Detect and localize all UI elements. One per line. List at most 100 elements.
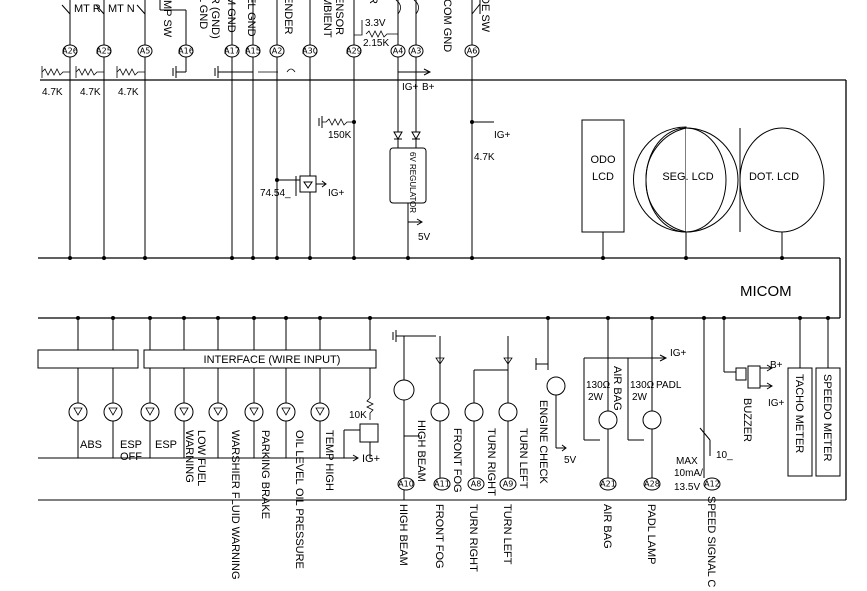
pin-a9: A9 <box>503 480 514 489</box>
speedo-meter-box <box>815 367 841 477</box>
value-13-5v: 13.5V <box>674 482 700 493</box>
label-mp-sw: MP SW <box>161 0 173 38</box>
label-mtn: MT N <box>108 3 135 15</box>
label-front-fog-2: FRONT FOG <box>433 504 445 569</box>
label-tacho-meter: TACHO METER <box>793 374 805 453</box>
pin-a16: A16 <box>178 44 194 58</box>
label-padl: PADL <box>656 380 682 391</box>
value-150k: 150K <box>328 130 352 141</box>
label-air-bag-2: AIR BAG <box>601 504 613 549</box>
label-r: R <box>367 0 379 4</box>
interface-box <box>143 349 377 369</box>
value-b-plus-2: B+ <box>770 360 783 371</box>
dot-lcd-label: DOT. LCD <box>749 171 799 183</box>
seg-lcd-label: SEG. LCD <box>662 171 713 183</box>
label-air-bag-1: AIR BAG <box>611 366 623 411</box>
pin-a11: A11 <box>434 480 450 489</box>
label-r-gnd: R (GND) <box>209 0 221 39</box>
top-column-wires <box>69 57 473 258</box>
pin-a6: A6 <box>464 44 480 58</box>
pin-a5: A5 <box>137 44 153 58</box>
value-ig-plus-4: IG+ <box>362 453 380 465</box>
label-padl-lamp: PADL LAMP <box>645 504 657 565</box>
label-warning: WARNING <box>183 430 195 483</box>
pin-a26: A26 <box>62 44 78 58</box>
label-ensor: ENSOR <box>333 0 345 35</box>
label-esp: ESP <box>155 439 177 451</box>
label-low-fuel: LOW FUEL <box>195 430 207 486</box>
svg-text:A17: A17 <box>224 47 240 56</box>
pin-a2: A2 <box>269 44 285 58</box>
label-oil-pressure: OIL PRESSURE <box>293 488 305 569</box>
value-4-7k-2: 4.7K <box>80 87 101 98</box>
pin-a15: A15 <box>245 44 261 58</box>
label-esp-off-1: ESP <box>120 439 142 451</box>
label-icom-gnd: ICOM GND <box>441 0 453 52</box>
label-el-gnd: EL GND <box>245 0 257 37</box>
pin-a17: A17 <box>224 44 240 58</box>
label-parking-brake: PARKING BRAKE <box>259 430 271 519</box>
label-engine-check: ENGINE CHECK <box>537 400 549 484</box>
svg-text:A26: A26 <box>62 47 78 56</box>
value-ig-plus-6: IG+ <box>768 398 785 409</box>
value-5v-b: 5V <box>564 455 577 466</box>
label-front-fog-1: FRONT FOG <box>451 428 463 493</box>
micom-top-nodes <box>68 256 784 260</box>
indicator-lamps <box>68 402 330 422</box>
svg-text:A16: A16 <box>178 47 194 56</box>
svg-text:A2: A2 <box>272 47 283 56</box>
micom-label: MICOM <box>740 283 792 300</box>
value-10ma: 10mA/ <box>674 468 703 479</box>
svg-text:A5: A5 <box>140 47 151 56</box>
pin-a25: A25 <box>96 44 112 58</box>
label-buzzer: BUZZER <box>741 398 753 442</box>
svg-text:A30: A30 <box>302 47 318 56</box>
label-speed-signal: SPEED SIGNAL C <box>705 496 717 587</box>
svg-text:A4: A4 <box>393 47 404 56</box>
value-5v-a: 5V <box>418 232 431 243</box>
value-3-3v: 3.3V <box>365 18 386 29</box>
pin-a30: A30 <box>302 44 318 58</box>
value-2w-b: 2W <box>632 392 648 403</box>
interface-label: INTERFACE (WIRE INPUT) <box>204 354 341 366</box>
pin-a28: A28 <box>644 480 660 489</box>
label-turn-left-1: TURN LEFT <box>517 428 529 489</box>
svg-text:A15: A15 <box>245 47 261 56</box>
pin-a8: A8 <box>471 480 482 489</box>
label-turn-right-1: TURN RIGHT <box>485 428 497 496</box>
value-ig-plus-2: IG+ <box>494 130 511 141</box>
odo-lcd <box>581 119 625 233</box>
label-esp-off-2: OFF <box>120 451 142 463</box>
label-m-gnd: M GND <box>225 0 237 33</box>
label-washer-fluid: WARSHIER FLUID WARNING <box>229 430 241 580</box>
value-130-a: 130Ω <box>586 380 611 391</box>
value-ig-plus-5: IG+ <box>670 348 687 359</box>
pin-a12: A12 <box>704 480 720 489</box>
pin-a29: A29 <box>346 44 362 58</box>
label-mbient: MBIENT <box>321 0 333 38</box>
value-130-b: 130Ω <box>630 380 655 391</box>
top-connector-pins: A26 A25 A5 A16 A17 A15 A2 A30 A29 A4 A3 … <box>62 44 480 58</box>
value-74-54: 74.54_ <box>260 188 291 199</box>
value-10k: 10K <box>349 410 367 421</box>
odo-lcd-label-2: LCD <box>592 171 614 183</box>
svg-text:A6: A6 <box>467 47 478 56</box>
label-turn-right-2: TURN RIGHT <box>467 504 479 572</box>
pin-a21: A21 <box>600 480 616 489</box>
regulator-label: 6V REGULATOR <box>408 152 417 213</box>
value-4-7k-3: 4.7K <box>118 87 139 98</box>
value-4-7k-4: 4.7K <box>474 152 495 163</box>
label-abs: ABS <box>80 439 102 451</box>
value-b-plus-1: B+ <box>422 82 435 93</box>
value-max: MAX <box>676 456 698 467</box>
label-high-beam-1: HIGH BEAM <box>415 420 427 482</box>
pin-a10: A10 <box>398 480 414 489</box>
odo-lcd-label-1: ODO <box>590 154 616 166</box>
label-turn-left-2: TURN LEFT <box>501 504 513 565</box>
value-10: 10_ <box>716 450 733 461</box>
value-4-7k-1: 4.7K <box>42 87 63 98</box>
value-ig-plus-3: IG+ <box>328 188 345 199</box>
label-de-sw: DE SW <box>479 0 491 33</box>
value-2-15k: 2.15K <box>363 38 389 49</box>
